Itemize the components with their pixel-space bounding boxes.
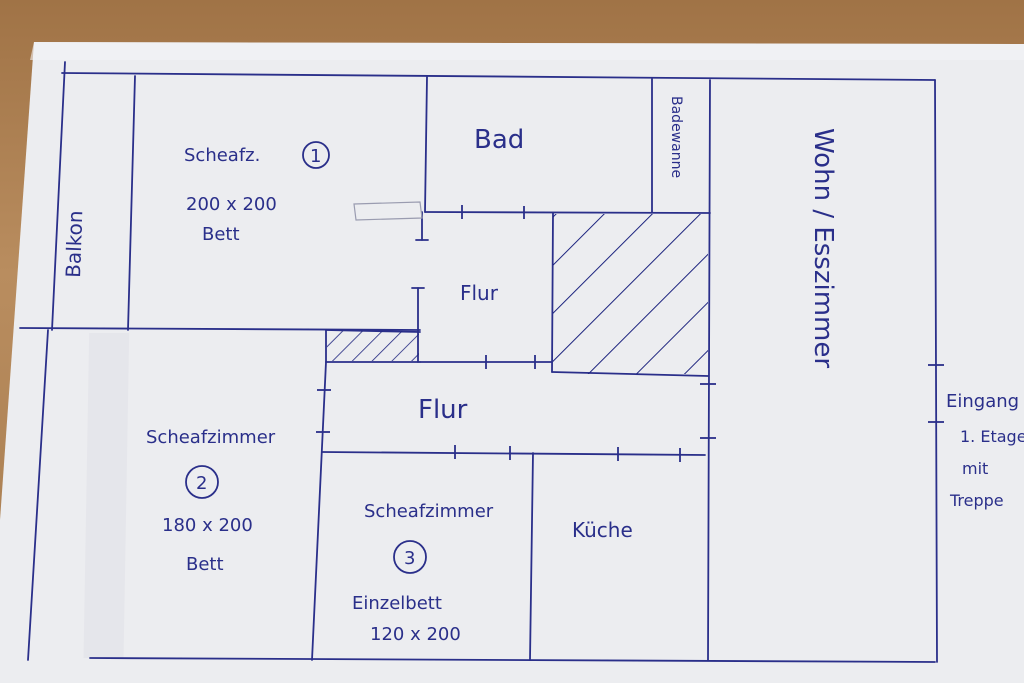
walls bbox=[19, 61, 938, 663]
label-bedroom2-size: 180 x 200 bbox=[162, 515, 253, 536]
label-bedroom1-number: 1 bbox=[310, 146, 321, 167]
bed-sketch bbox=[353, 201, 423, 221]
label-bathtub: Badewanne bbox=[668, 96, 684, 178]
label-bath: Bad bbox=[474, 125, 524, 155]
label-bedroom3-name: Scheafzimmer bbox=[364, 501, 494, 522]
label-bedroom2-name: Scheafzimmer bbox=[146, 427, 276, 448]
label-bedroom3-number: 3 bbox=[404, 548, 415, 569]
label-hall-upper: Flur bbox=[460, 281, 499, 305]
door-markers bbox=[316, 205, 944, 462]
label-bedroom3-size: 120 x 200 bbox=[370, 624, 461, 645]
label-balcony: Balkon bbox=[61, 210, 87, 278]
label-bedroom3-bed: Einzelbett bbox=[352, 593, 442, 614]
label-entrance-line4: Treppe bbox=[949, 491, 1004, 510]
small-hatch bbox=[327, 331, 419, 361]
label-kitchen: Küche bbox=[572, 518, 633, 542]
label-hall-lower: Flur bbox=[418, 395, 468, 425]
label-entrance-line3: mit bbox=[962, 459, 988, 478]
label-bedroom2-bed: Bett bbox=[186, 554, 224, 575]
stair-hatch bbox=[553, 214, 708, 374]
label-entrance-line2: 1. Etage bbox=[960, 427, 1024, 446]
paper-shadow bbox=[30, 42, 1024, 60]
label-bedroom1-name: Scheafz. bbox=[184, 145, 260, 166]
label-living: Wohn / Esszimmer bbox=[808, 128, 838, 368]
room-number-circles bbox=[185, 141, 427, 574]
label-bedroom1-size: 200 x 200 bbox=[186, 194, 277, 215]
label-entrance-line1: Eingang bbox=[946, 391, 1019, 412]
label-bedroom1-bed: Bett bbox=[202, 224, 240, 245]
label-bedroom2-number: 2 bbox=[196, 473, 207, 494]
tape-strip bbox=[83, 333, 130, 658]
